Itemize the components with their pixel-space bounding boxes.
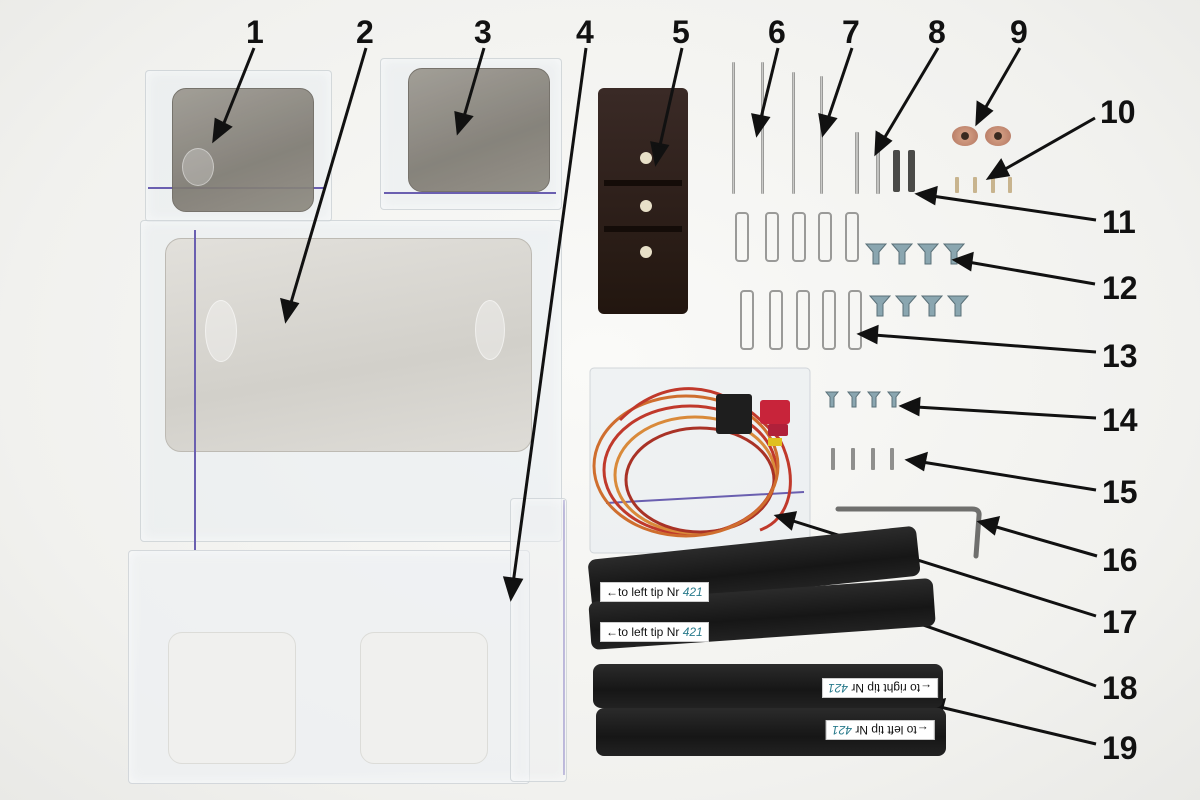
tip-label-arrow: ← [920, 681, 933, 695]
screw-icon [846, 391, 862, 408]
clevis [740, 290, 754, 350]
tip-label-nr: 421 [832, 723, 853, 737]
canopy-blister [205, 300, 237, 362]
clevis [796, 290, 810, 350]
callout-number: 9 [1010, 14, 1028, 50]
frame-rib [604, 180, 682, 186]
tip-label-nr: 421 [682, 625, 703, 639]
small-pin [991, 177, 995, 193]
screw-icon [920, 295, 944, 317]
frame-hole [640, 200, 652, 212]
screw-icon [864, 243, 888, 265]
connector-black [716, 394, 752, 434]
callout-number: 17 [1102, 604, 1138, 640]
pushrod [820, 76, 823, 194]
tip-label-text: ←to left tip Nr [606, 585, 683, 599]
pushrod [792, 72, 795, 194]
clear-pane [168, 632, 296, 764]
pushrod [732, 62, 735, 194]
wood-screws-15 [831, 448, 894, 470]
callout-number: 16 [1102, 542, 1138, 578]
clevis [769, 290, 783, 350]
tip-label-arrow: ← [916, 723, 929, 737]
tip-label-upside-down: ←to left tip Nr 421 [826, 720, 935, 740]
screw-icon [916, 243, 940, 265]
callout-number: 2 [356, 14, 374, 50]
tip-label-nr: 421 [682, 585, 703, 599]
clevis [735, 212, 749, 262]
callout-number: 6 [768, 14, 786, 50]
canopy-blister [182, 148, 214, 186]
zip-line [384, 192, 556, 194]
callout-number: 14 [1102, 402, 1138, 438]
clevis [818, 212, 832, 262]
screw-icon [851, 448, 855, 470]
countersunk-screws [864, 243, 970, 317]
connector-red [768, 424, 788, 436]
screw-icon [871, 448, 875, 470]
canopy-part-3 [408, 68, 550, 192]
callout-number: 10 [1100, 94, 1136, 130]
clevis [848, 290, 862, 350]
screw-icon [946, 295, 970, 317]
clevis [792, 212, 806, 262]
screw-icon [831, 448, 835, 470]
frame-hole [640, 246, 652, 258]
small-pin [973, 177, 977, 193]
callout-number: 5 [672, 14, 690, 50]
brass-bushing [985, 126, 1011, 146]
hex-key [835, 506, 982, 559]
tip-label-text: to left tip Nr [852, 723, 917, 737]
small-screws-14 [824, 391, 902, 408]
tip-label: ←to left tip Nr 421 [600, 582, 709, 602]
screw-icon [942, 243, 966, 265]
callout-number: 13 [1102, 338, 1138, 374]
clear-pane [360, 632, 488, 764]
small-pin [1008, 177, 1012, 193]
clevis [765, 212, 779, 262]
callout-number: 7 [842, 14, 860, 50]
brass-bushing [952, 126, 978, 146]
screw-icon [890, 243, 914, 265]
clevis [845, 212, 859, 262]
screw-icon [894, 295, 918, 317]
callout-number: 12 [1102, 270, 1138, 306]
threaded-coupler [893, 150, 900, 192]
threaded-coupler [908, 150, 915, 192]
callout-number: 1 [246, 14, 264, 50]
callout-number: 18 [1102, 670, 1138, 706]
tip-label-nr: 421 [828, 681, 849, 695]
tip-label-text: ←to left tip Nr [606, 625, 683, 639]
clevis [822, 290, 836, 350]
small-pin [955, 177, 959, 193]
callout-number: 19 [1102, 730, 1138, 766]
connector-yellow [768, 438, 782, 446]
short-rod [876, 132, 880, 194]
callout-number: 3 [474, 14, 492, 50]
tip-label-upside-down: ←to right tip Nr 421 [822, 678, 939, 698]
tip-label: ←to left tip Nr 421 [600, 622, 709, 642]
callout-number: 15 [1102, 474, 1138, 510]
frame-hole [640, 152, 652, 164]
canopy-blister [475, 300, 505, 360]
screw-icon [866, 391, 882, 408]
screw-icon [868, 295, 892, 317]
screw-icon [824, 391, 840, 408]
callout-number: 11 [1102, 204, 1136, 240]
callout-number: 8 [928, 14, 946, 50]
screw-icon [890, 448, 894, 470]
connector-red [760, 400, 790, 424]
tip-label-text: to right tip Nr [848, 681, 921, 695]
short-rod [855, 132, 859, 194]
callout-number: 4 [576, 14, 594, 50]
frame-rib [604, 226, 682, 232]
screw-icon [886, 391, 902, 408]
zip-line-vertical [194, 230, 196, 550]
